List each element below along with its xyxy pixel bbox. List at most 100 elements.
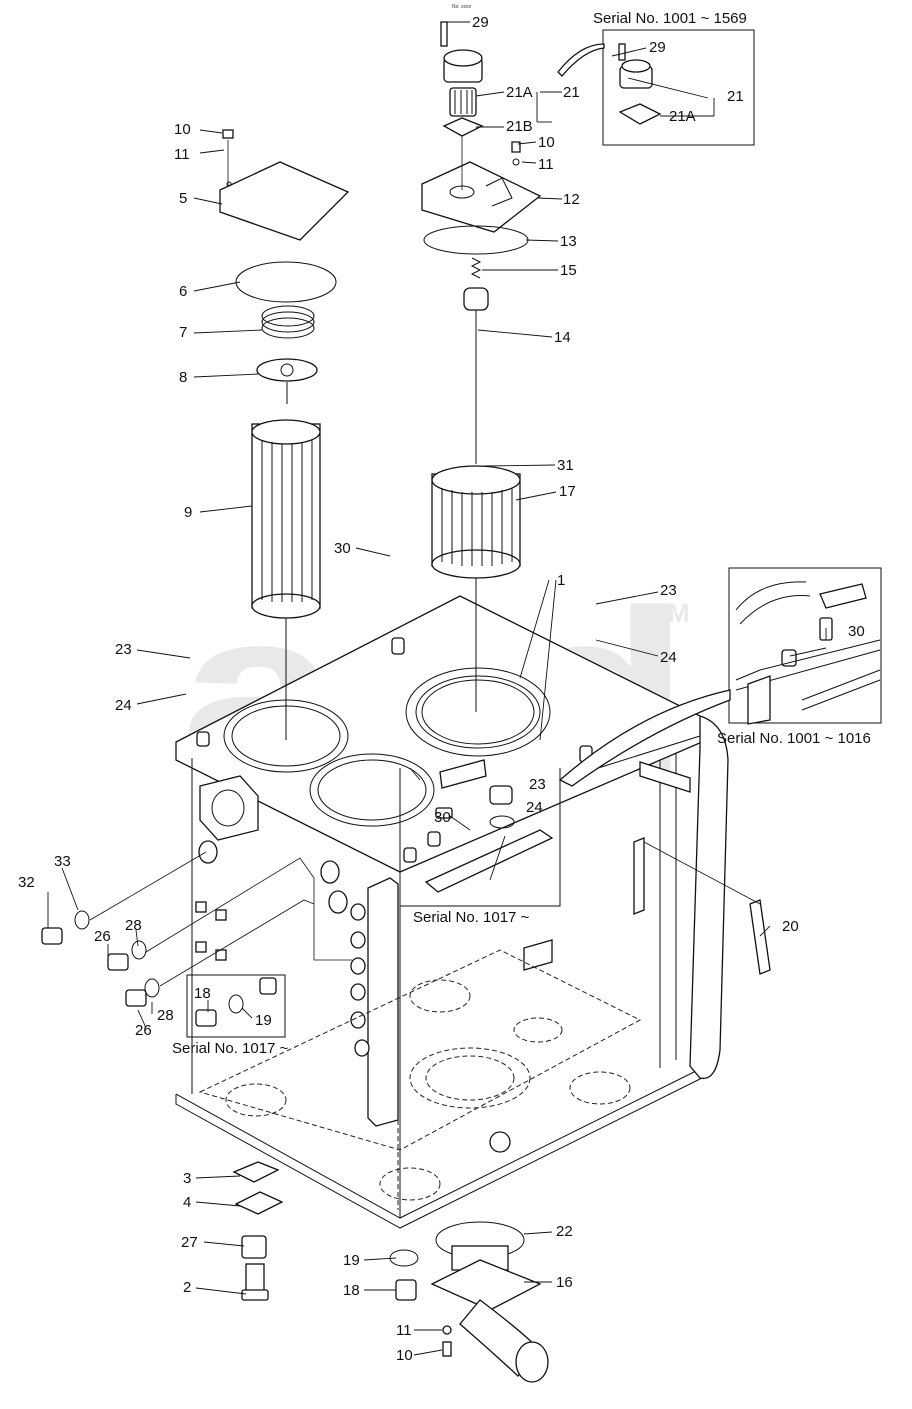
leader-line-19 <box>477 329 553 338</box>
callout-17: 17 <box>559 483 576 500</box>
leader-line-11 <box>193 329 263 334</box>
callout-1: 1 <box>557 572 565 589</box>
leader-line-8 <box>199 149 225 154</box>
callout-14: 14 <box>554 329 571 346</box>
leader-line-30 <box>61 867 79 911</box>
callout-21: 21 <box>563 84 580 101</box>
callout-11-left: 11 <box>174 146 190 163</box>
leader-lines <box>47 21 827 1356</box>
callout-10: 10 <box>538 134 555 151</box>
callout-29: 29 <box>472 14 489 31</box>
leader-line-48 <box>409 767 421 781</box>
callout-labels: 29 21A 21 21B 29 21 21A 10 11 12 13 15 1… <box>18 14 865 1364</box>
leader-line-44 <box>363 1257 397 1261</box>
callout-6: 6 <box>179 283 187 300</box>
callout-15: 15 <box>560 262 577 279</box>
left-filter-stack <box>219 129 350 740</box>
insets <box>186 29 882 1038</box>
callout-11-bottom: 11 <box>396 1322 412 1339</box>
leader-line-10 <box>193 281 241 292</box>
leader-line-32 <box>135 929 139 947</box>
leader-line-54 <box>627 77 709 99</box>
inset-pointer <box>557 43 605 77</box>
callout-5: 5 <box>179 190 187 207</box>
watermark-tm: TM <box>652 598 690 628</box>
leader-line-15 <box>521 161 537 164</box>
leader-line-12 <box>193 373 259 378</box>
inset-pointer-2 <box>558 689 731 787</box>
leader-line-24 <box>539 579 557 741</box>
callout-21b: 21B <box>506 118 533 135</box>
inset-serial-1001-1569 <box>602 29 755 146</box>
callout-16: 16 <box>556 1274 573 1291</box>
callout-21a: 21A <box>506 84 533 101</box>
right-filter-stack <box>421 21 542 712</box>
leader-line-16 <box>537 197 563 200</box>
callout-24-left: 24 <box>115 697 132 714</box>
leader-line-53 <box>611 47 647 57</box>
leader-line-40 <box>203 1241 245 1247</box>
callout-18-bottom: 18 <box>343 1282 360 1299</box>
tank-body <box>175 595 729 1229</box>
callout-30: 30 <box>334 540 351 557</box>
inset-serial-1017-top <box>399 768 561 907</box>
leader-line-1 <box>475 91 505 97</box>
loose-parts <box>41 841 771 1383</box>
leader-line-39 <box>195 1201 241 1207</box>
callout-10-bottom: 10 <box>396 1347 413 1364</box>
callout-23-inset: 23 <box>529 776 546 793</box>
leader-line-50 <box>449 815 471 831</box>
callout-21a-inset: 21A <box>669 108 696 125</box>
callout-33: 33 <box>54 853 71 870</box>
leader-line-17 <box>525 239 559 242</box>
callout-24-right: 24 <box>660 649 677 666</box>
callout-19-bottom: 19 <box>343 1252 360 1269</box>
callout-30-inset: 30 <box>848 623 865 640</box>
callout-19-inset: 19 <box>255 1012 272 1029</box>
caption-serial-1017-side: Serial No. 1017 ~ <box>172 1040 289 1057</box>
leader-line-38 <box>195 1175 241 1179</box>
leader-line-49 <box>489 835 506 881</box>
callout-18-inset: 18 <box>194 985 211 1002</box>
leader-line-37 <box>759 925 771 937</box>
leader-line-42 <box>523 1231 553 1235</box>
callout-12: 12 <box>563 191 580 208</box>
leader-line-14 <box>517 141 537 145</box>
callout-21-inset: 21 <box>727 88 744 105</box>
callout-23-right: 23 <box>660 582 677 599</box>
callout-22: 22 <box>556 1223 573 1240</box>
leader-line-36 <box>241 1007 253 1019</box>
caption-serial-1001-1569: Serial No. 1001 ~ 1569 <box>593 10 747 27</box>
callout-8: 8 <box>179 369 187 386</box>
callout-9: 9 <box>184 504 192 521</box>
leader-line-47 <box>413 1349 443 1356</box>
callout-28-lower: 28 <box>157 1007 174 1024</box>
callout-11: 11 <box>538 156 554 173</box>
leader-line-9 <box>193 197 223 205</box>
leader-line-23 <box>519 579 550 679</box>
callout-32: 32 <box>18 874 35 891</box>
callout-28: 28 <box>125 917 142 934</box>
caption-serial-1001-1016: Serial No. 1001 ~ 1016 <box>717 730 871 747</box>
leader-line-7 <box>199 129 223 134</box>
leader-line-34 <box>137 1009 147 1029</box>
callout-23-left: 23 <box>115 641 132 658</box>
callout-7: 7 <box>179 324 187 341</box>
small-mark: No. xxxx <box>452 4 472 10</box>
inset-serial-1001-1016 <box>728 567 882 724</box>
leader-line-41 <box>195 1287 247 1295</box>
callout-20: 20 <box>782 918 799 935</box>
callout-27: 27 <box>181 1234 198 1251</box>
callout-26: 26 <box>94 928 111 945</box>
leader-line-22 <box>355 547 391 557</box>
callout-3: 3 <box>183 1170 191 1187</box>
callout-29-inset: 29 <box>649 39 666 56</box>
callout-24-inset: 24 <box>526 799 543 816</box>
callout-2: 2 <box>183 1279 191 1296</box>
callout-30-inset-mid: 30 <box>434 809 451 826</box>
callout-26-lower: 26 <box>135 1022 152 1039</box>
leader-line-26 <box>595 639 659 657</box>
leader-line-25 <box>595 591 659 605</box>
leader-line-21 <box>515 491 557 501</box>
